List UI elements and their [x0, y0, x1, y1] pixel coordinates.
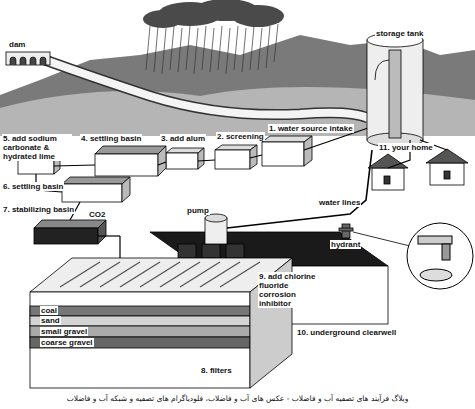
- step-label: 9. add chlorine fluoride corrosion inhib…: [258, 272, 318, 308]
- step-label: 11. your home: [378, 143, 434, 152]
- part-label: hydrant: [330, 240, 361, 249]
- step-label: 1. water source intake: [268, 124, 354, 133]
- step-label: 2. screening: [216, 132, 265, 141]
- part-label: pump: [186, 206, 210, 215]
- part-label: dam: [8, 40, 26, 49]
- layer-label: small gravel: [40, 327, 88, 336]
- step-label: 10. underground clearwell: [296, 328, 397, 337]
- chemical-label: CO2: [88, 210, 106, 219]
- layer-label: coarse gravel: [40, 338, 94, 347]
- watermark-caption: وبلاگ فرآیند های تصفیه آب و فاضلاب - عکس…: [4, 394, 471, 404]
- step-label: 7. stabilizing basin: [2, 205, 75, 214]
- part-label: storage tank: [375, 29, 425, 38]
- step-label: 6. settling basin: [2, 182, 64, 191]
- layer-label: sand: [40, 316, 61, 325]
- step-label: 4. settling basin: [80, 134, 142, 143]
- step-label: 8. filters: [200, 366, 233, 375]
- step-label: 5. add sodium carbonate & hydrated lime: [2, 134, 72, 161]
- step-label: 3. add alum: [160, 134, 206, 143]
- part-label: water lines: [318, 198, 361, 207]
- layer-label: coal: [40, 306, 58, 315]
